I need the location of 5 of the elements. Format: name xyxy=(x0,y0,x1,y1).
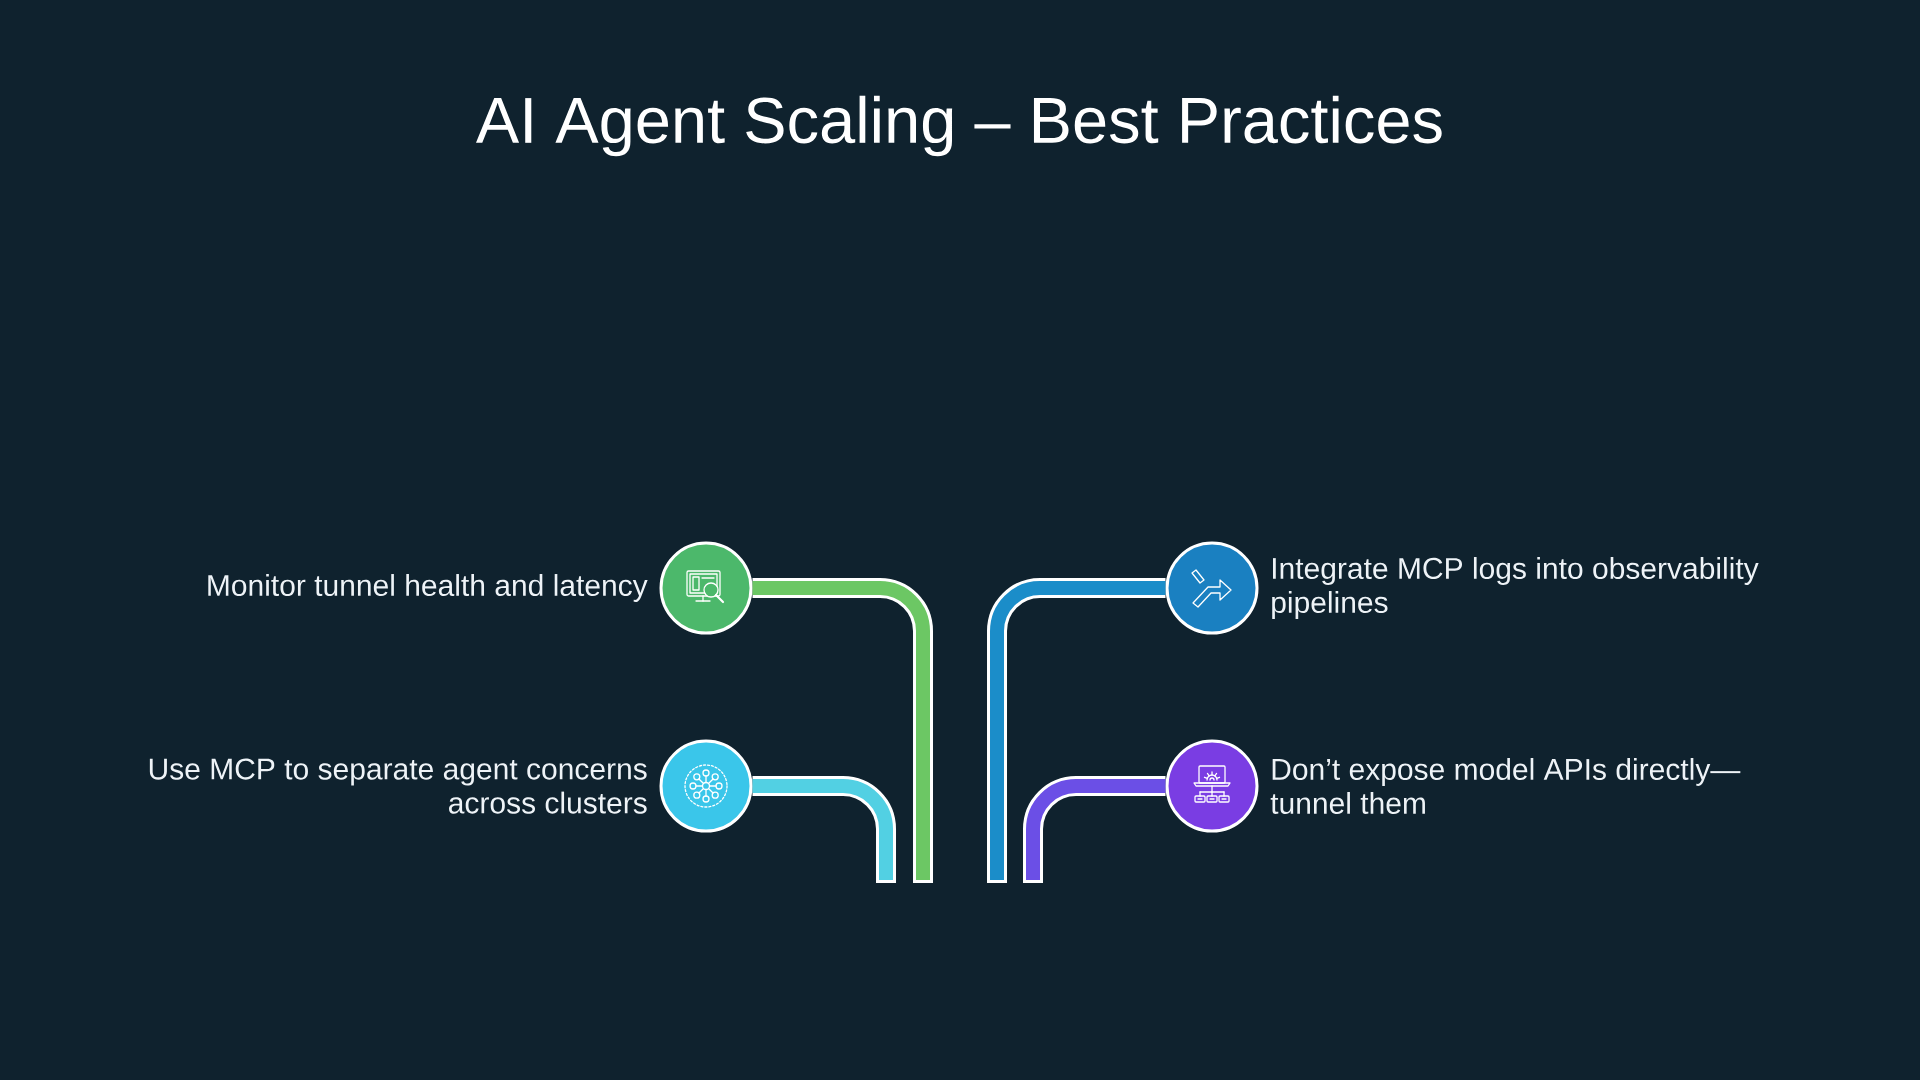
title: AI Agent Scaling – Best Practices xyxy=(476,95,1442,157)
description-text: Monitor tunnel health and latency xyxy=(208,574,648,602)
description-text: Use MCP to separate agent concerns across clusters xyxy=(149,758,647,814)
description-text: Integrate MCP logs into observability pipelines xyxy=(1272,557,1759,619)
description-text: Don’t expose model APIs directly— tunnel them xyxy=(1270,758,1741,815)
